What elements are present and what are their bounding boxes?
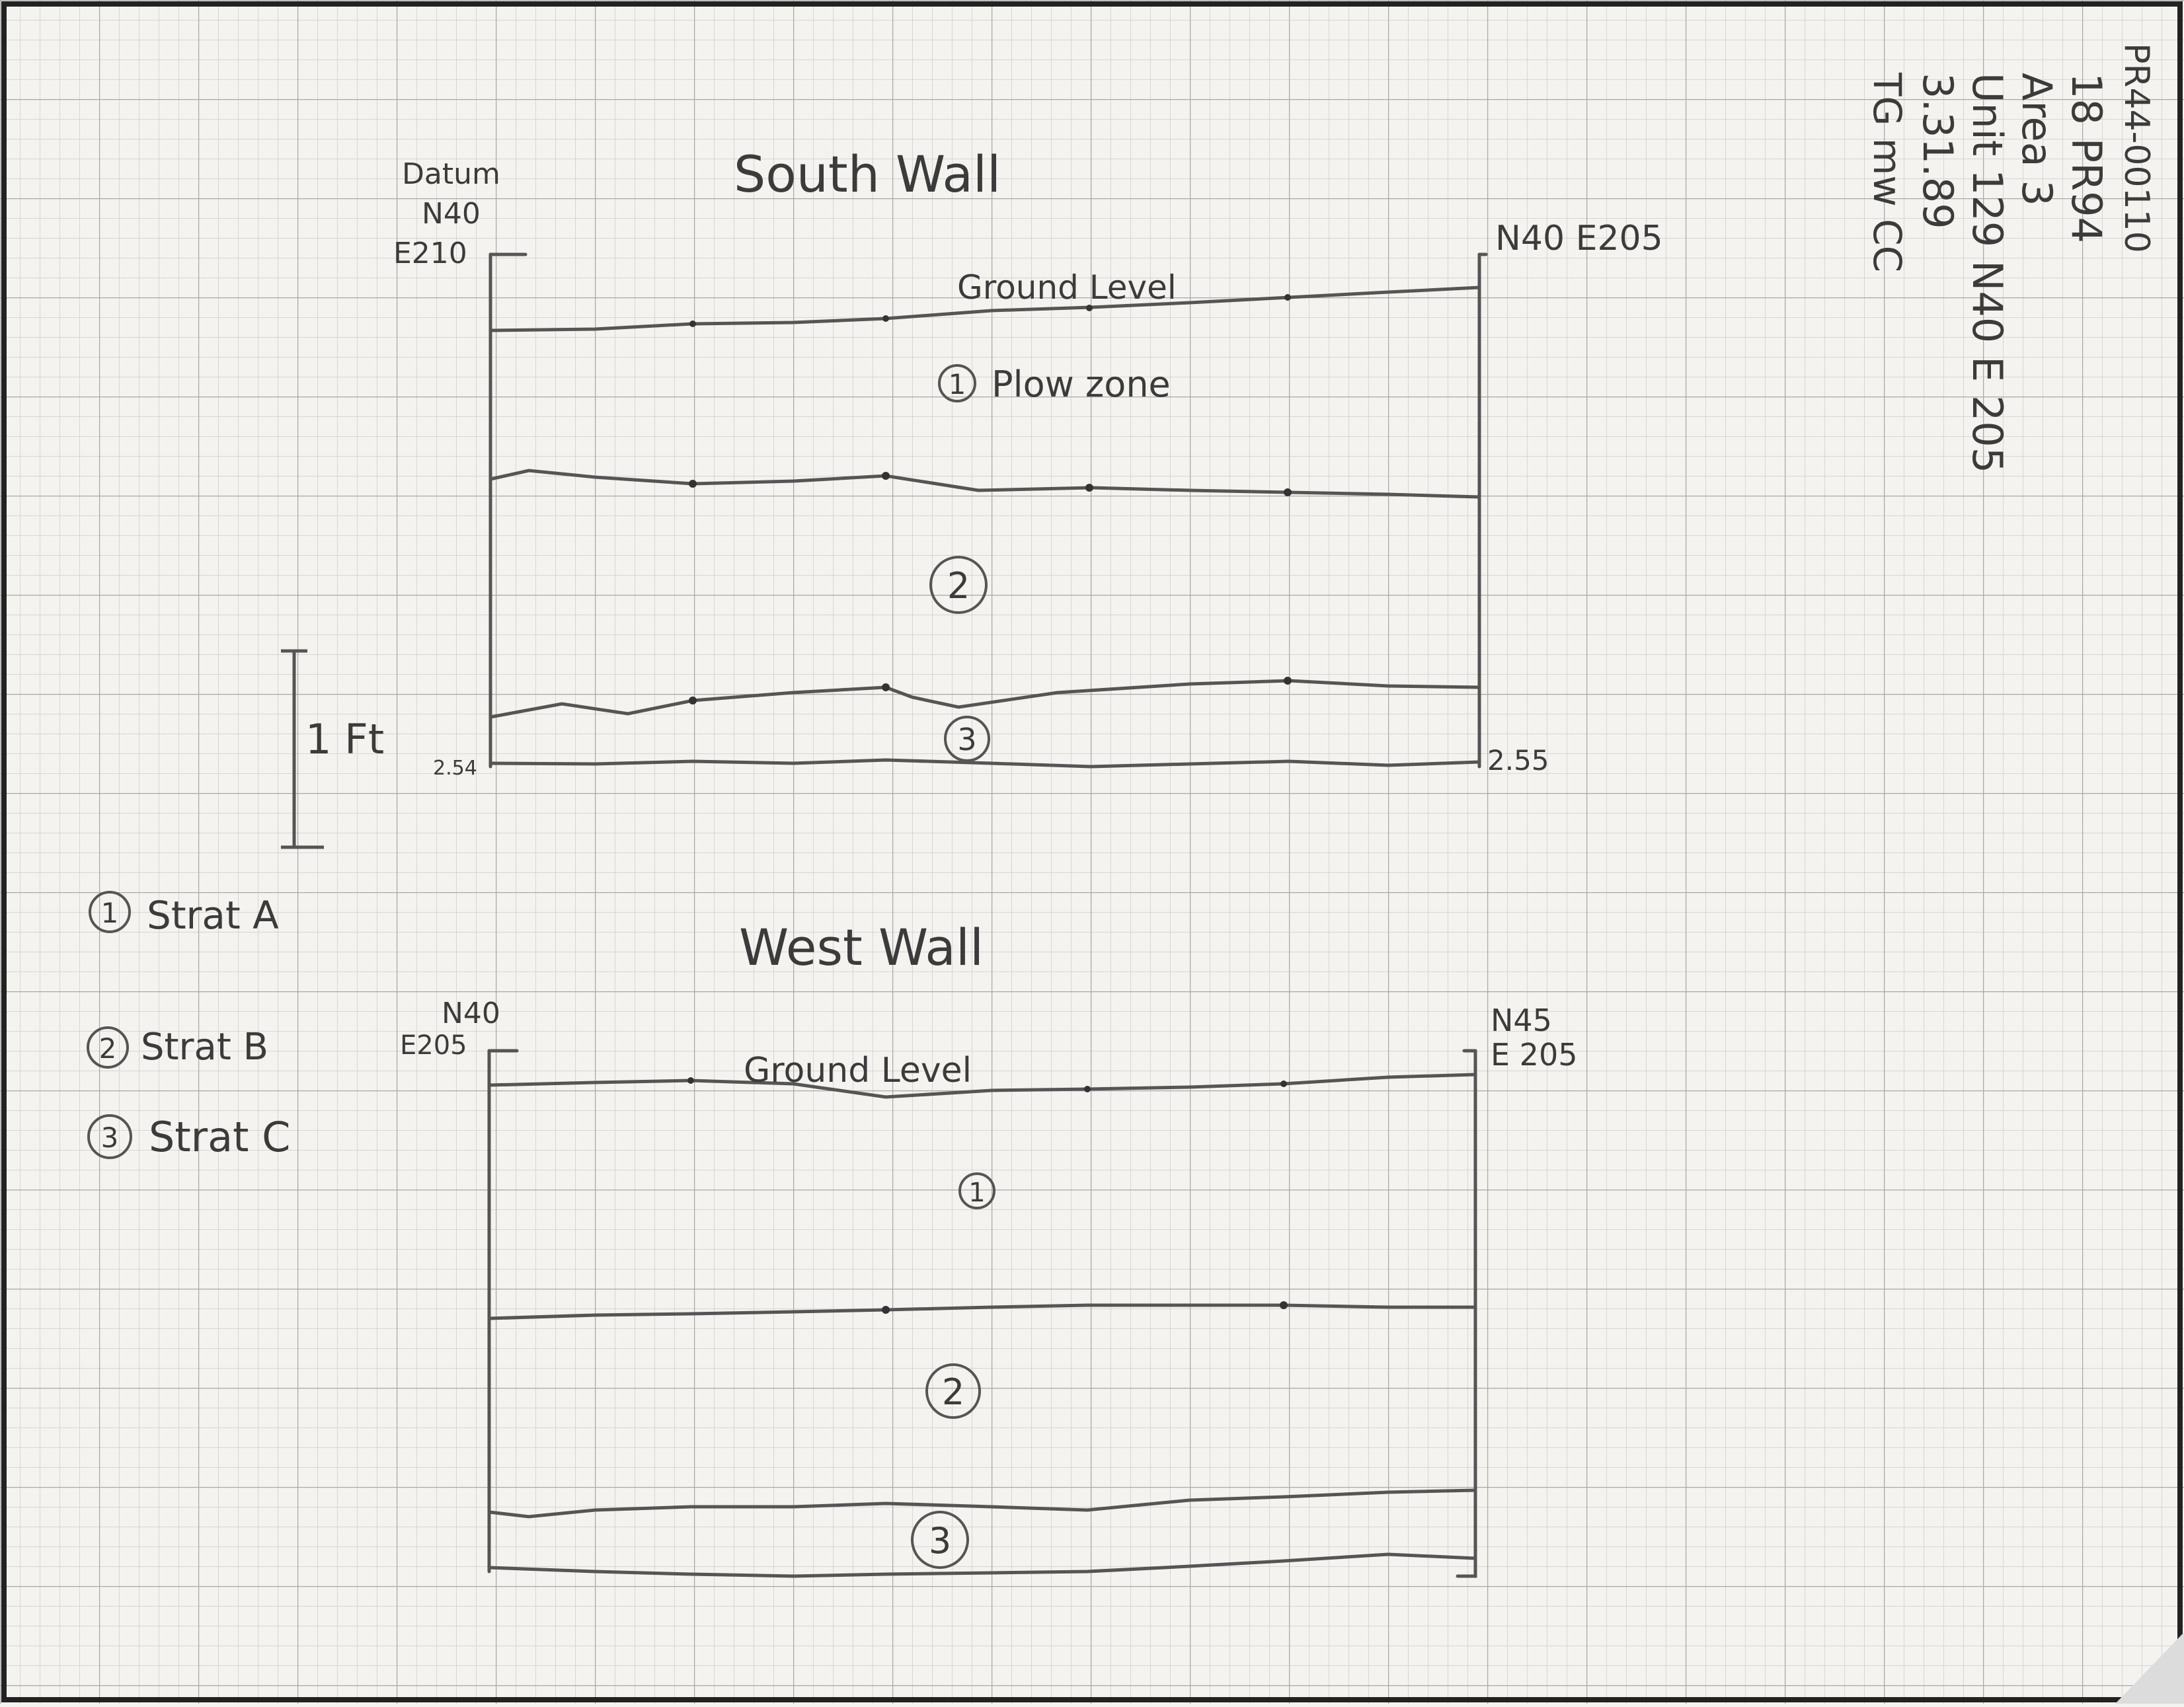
south-layer2-marker: 2 <box>929 556 988 614</box>
west-ground-line <box>487 1073 1477 1099</box>
legend-text: Strat B <box>141 1026 268 1069</box>
south-layer1-number: 1 <box>949 368 966 400</box>
legend-item: 3 Strat C <box>87 1113 290 1161</box>
margin-note-line: 3.31.89 <box>1914 73 1962 229</box>
south-datum-label: Datum <box>402 157 500 191</box>
margin-note-line: PR44-00110 <box>2117 43 2156 253</box>
west-left-corner-n: N40 <box>442 997 500 1030</box>
west-layer1-marker: 1 <box>958 1172 995 1209</box>
west-layer3-number: 3 <box>929 1520 951 1562</box>
west-wall-stake-points <box>687 1077 1288 1314</box>
south-layer3-marker: 3 <box>944 716 990 762</box>
south-wall-title: South Wall <box>734 145 1001 204</box>
south-left-corner-e: E210 <box>393 237 467 270</box>
margin-note-line: 18 PR94 <box>2062 73 2111 243</box>
south-layer1-base <box>488 469 1481 499</box>
legend-number: 3 <box>101 1121 119 1154</box>
legend: 1 Strat A 2 Strat B 3 Strat C <box>87 891 290 1161</box>
west-wall-profile <box>487 1049 1477 1578</box>
legend-number: 2 <box>99 1032 117 1065</box>
south-ground-label: Ground Level <box>957 268 1177 307</box>
west-ground-label: Ground Level <box>744 1051 972 1090</box>
paper-corner-fold <box>2115 1632 2184 1704</box>
south-left-depth: 2.54 <box>433 757 477 780</box>
legend-item: 2 Strat B <box>87 1026 268 1069</box>
south-ground-line <box>488 285 1481 332</box>
west-right-corner-e: E 205 <box>1491 1037 1578 1073</box>
legend-text: Strat A <box>147 893 279 938</box>
margin-note-line: TG mw CC <box>1865 72 1910 272</box>
margin-notes: PR44-00110 18 PR94 Area 3 Unit 129 N40 E… <box>1865 43 2156 473</box>
west-layer2-base <box>487 1488 1477 1519</box>
west-bottom-line <box>487 1552 1477 1578</box>
west-layer1-number: 1 <box>968 1178 985 1208</box>
south-bottom-line <box>488 758 1481 769</box>
west-left-corner-e: E205 <box>400 1030 467 1061</box>
margin-note-line: Area 3 <box>2013 73 2061 206</box>
margin-note-line: Unit 129 N40 E 205 <box>1963 73 2011 473</box>
south-left-corner-n: N40 <box>422 197 481 231</box>
west-layer1-base <box>487 1303 1477 1320</box>
south-right-depth: 2.55 <box>1487 744 1549 777</box>
west-layer2-marker: 2 <box>925 1363 981 1419</box>
west-layer2-number: 2 <box>942 1371 964 1413</box>
scale-bar-label: 1 Ft <box>305 715 384 763</box>
west-right-corner-n: N45 <box>1491 1003 1552 1038</box>
south-right-corner: N40 E205 <box>1495 219 1663 258</box>
south-layer1-marker: 1 <box>938 364 976 402</box>
south-layer2-number: 2 <box>947 565 970 607</box>
south-wall-stake-points <box>689 294 1292 704</box>
west-wall-title: West Wall <box>739 918 984 977</box>
legend-number: 1 <box>101 897 119 929</box>
south-layer1-name: Plow zone <box>992 363 1171 405</box>
south-layer3-number: 3 <box>957 722 976 757</box>
west-layer3-marker: 3 <box>911 1511 969 1569</box>
legend-text: Strat C <box>149 1113 290 1161</box>
scale-bar <box>281 649 324 849</box>
legend-item: 1 Strat A <box>89 891 279 938</box>
